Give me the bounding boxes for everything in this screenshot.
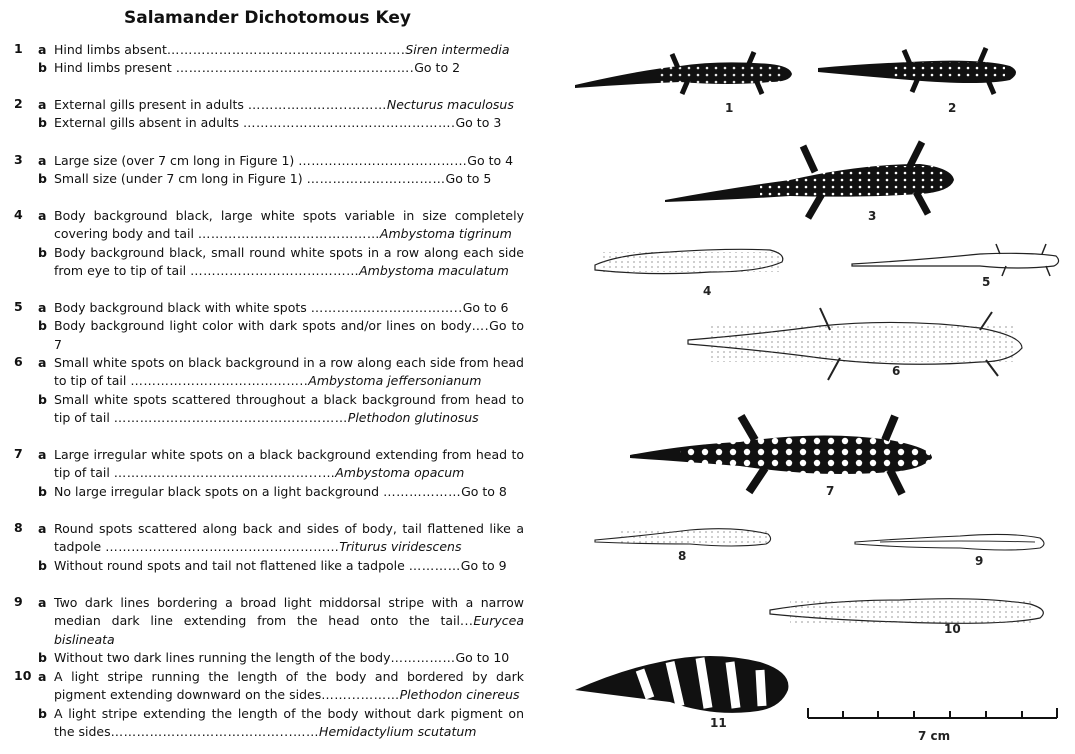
salamander-illustrations: 1 2 3 4: [560, 30, 1070, 750]
lead-text: Without two dark lines running the lengt…: [54, 650, 391, 665]
salamander-figure-10: [770, 598, 1043, 624]
salamander-figure-4: [595, 249, 783, 273]
figure-label: 10: [944, 622, 961, 636]
scale-label: 7 cm: [918, 729, 950, 743]
figure-label: 7: [826, 484, 834, 498]
lead-text: External gills present in adults: [54, 97, 248, 112]
lead-result: Siren intermedia: [405, 42, 509, 57]
salamander-figure-8: [595, 528, 771, 546]
figure-label: 4: [703, 284, 711, 298]
lead-result: Necturus maculosus: [387, 97, 514, 112]
couplet-number: 2: [14, 96, 34, 111]
lead-text: No large irregular black spots on a ligh…: [54, 484, 383, 499]
salamander-figure-9: [855, 534, 1044, 550]
lead-text: Without round spots and tail not flatten…: [54, 558, 409, 573]
salamander-figure-2: [818, 48, 1016, 94]
salamander-figure-5: [852, 244, 1059, 276]
lead-result: Go to 2: [414, 60, 460, 75]
lead-text: Hind limbs absent: [54, 42, 167, 57]
salamander-figure-1: [575, 52, 792, 94]
couplet-number: 1: [14, 41, 34, 56]
figure-label: 6: [892, 364, 900, 378]
couplet-5: 5 aBody background black with white spot…: [14, 299, 524, 354]
couplet-number: 9: [14, 594, 34, 609]
lead-result: Go to 4: [467, 153, 513, 168]
lead-result: Go to 3: [456, 115, 502, 130]
lead-result: Go to 6: [463, 300, 509, 315]
lead-text: External gills absent in adults: [54, 115, 243, 130]
lead-result: Ambystoma opacum: [335, 465, 464, 480]
figure-label: 11: [710, 716, 727, 730]
lead-result: Plethodon glutinosus: [348, 410, 479, 425]
scale-bar: 7 cm: [808, 708, 1057, 743]
page-title: Salamander Dichotomous Key: [0, 8, 535, 28]
salamander-figure-11: [575, 656, 788, 713]
lead-result: Go to 10: [456, 650, 510, 665]
couplet-number: 5: [14, 299, 34, 314]
lead-text: Hind limbs present: [54, 60, 176, 75]
couplet-number: 6: [14, 354, 34, 369]
couplet-number: 7: [14, 446, 34, 461]
figure-label: 9: [975, 554, 983, 568]
salamander-figures: 1 2 3 4: [560, 30, 1070, 750]
couplet-number: 4: [14, 207, 34, 222]
lead-result: Plethodon cinereus: [400, 687, 520, 702]
couplet-number: 8: [14, 520, 34, 535]
couplet-number: 10: [14, 668, 34, 683]
figure-label: 1: [725, 101, 733, 115]
lead-result: Triturus viridescens: [339, 539, 461, 554]
salamander-figure-7: [630, 416, 932, 494]
lead-result: Go to 5: [446, 171, 492, 186]
lead-text: Body background light color with dark sp…: [54, 318, 472, 333]
lead-result: Ambystoma maculatum: [359, 263, 509, 278]
lead-text: Small size (under 7 cm long in Figure 1): [54, 171, 307, 186]
lead-result: Hemidactylium scutatum: [319, 724, 476, 739]
lead-result: Go to 9: [461, 558, 507, 573]
lead-result: Go to 8: [461, 484, 507, 499]
lead-text: Body background black with white spots: [54, 300, 311, 315]
figure-label: 3: [868, 209, 876, 223]
figure-label: 5: [982, 275, 990, 289]
lead-text: Two dark lines bordering a broad light m…: [54, 595, 524, 628]
figure-label: 8: [678, 549, 686, 563]
lead-text: Large size (over 7 cm long in Figure 1): [54, 153, 298, 168]
figure-label: 2: [948, 101, 956, 115]
lead-result: Ambystoma tigrinum: [380, 226, 512, 241]
salamander-figure-6: [688, 308, 1022, 380]
lead-result: Ambystoma jeffersonianum: [308, 373, 481, 388]
couplet-number: 3: [14, 152, 34, 167]
salamander-figure-3: [665, 142, 954, 218]
